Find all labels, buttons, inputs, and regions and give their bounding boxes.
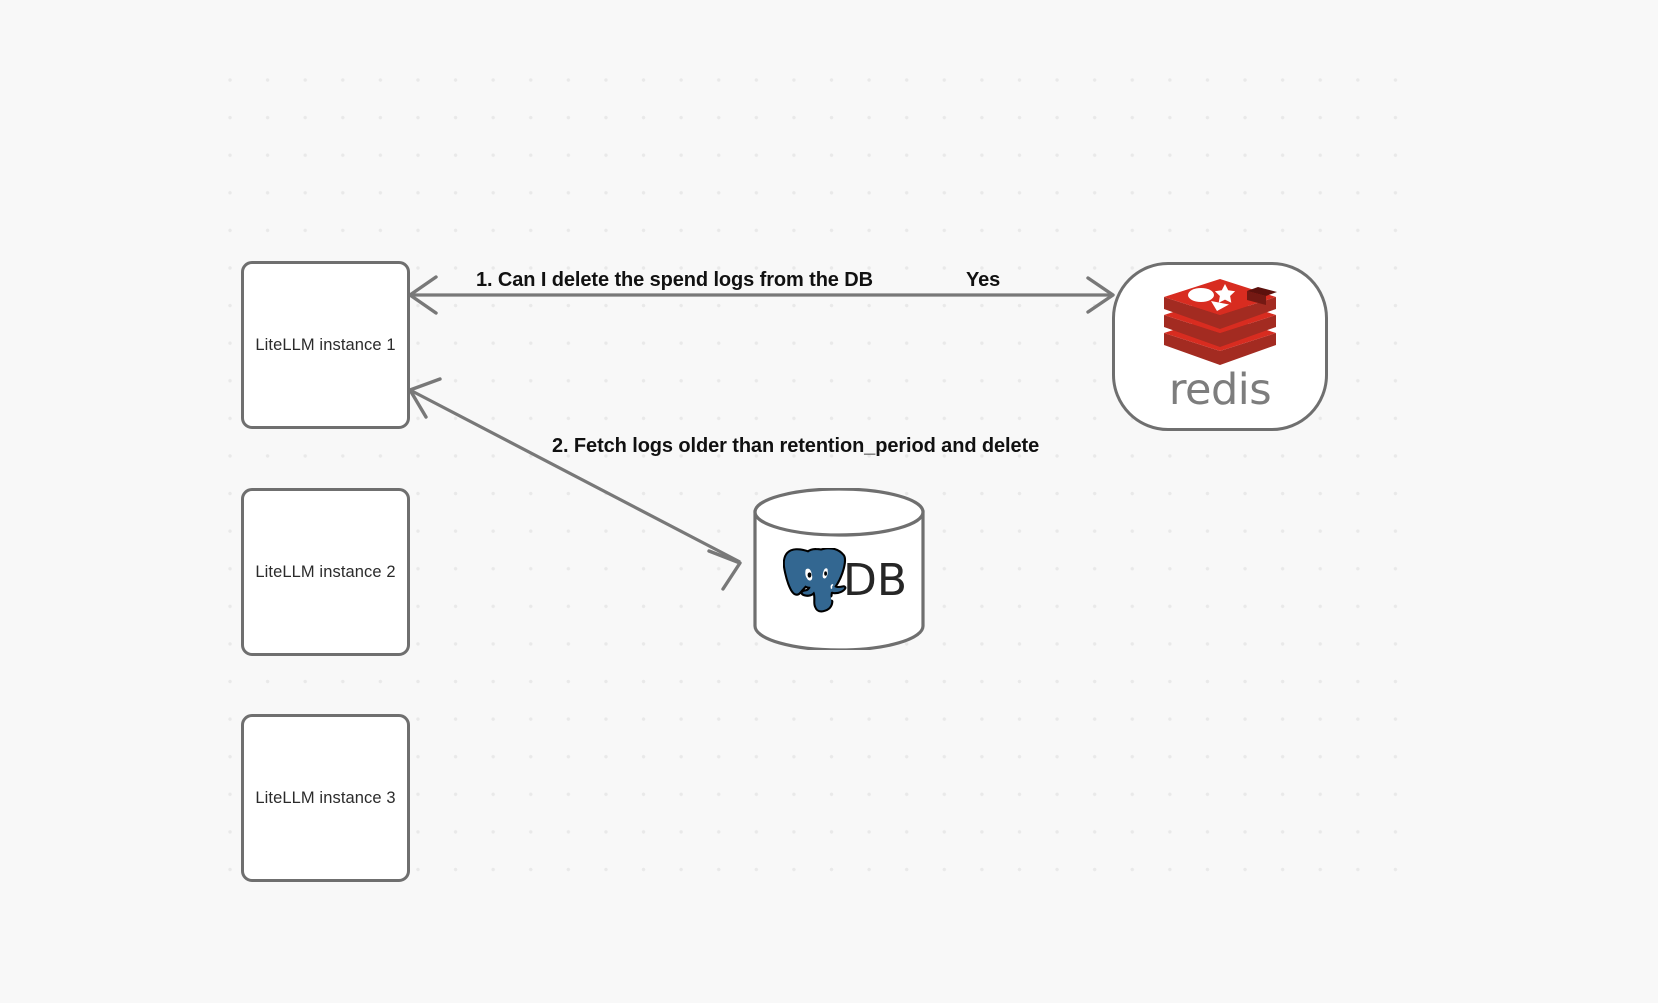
edge-1-arrowhead-left [408, 275, 438, 315]
node-label: LiteLLM instance 3 [255, 788, 396, 807]
node-litellm-instance-1[interactable]: LiteLLM instance 1 [241, 261, 410, 429]
edge-2-label: 2. Fetch logs older than retention_perio… [552, 435, 1040, 457]
node-redis[interactable]: redis [1112, 262, 1328, 431]
node-label: LiteLLM instance 2 [255, 562, 396, 581]
redis-logo: redis [1159, 277, 1281, 412]
database-content: DB [752, 488, 926, 650]
node-label: LiteLLM instance 1 [255, 335, 396, 354]
database-label: DB [842, 555, 908, 606]
node-litellm-instance-3[interactable]: LiteLLM instance 3 [241, 714, 410, 882]
edge-redis-to-instance1[interactable] [408, 275, 1115, 315]
edge-1-label: 1. Can I delete the spend logs from the … [476, 269, 873, 291]
node-litellm-instance-2[interactable]: LiteLLM instance 2 [241, 488, 410, 656]
edge-2-line [409, 388, 741, 564]
edge-2-arrowhead-upleft [408, 377, 442, 419]
node-database[interactable]: DB [752, 487, 926, 652]
edge-2-arrowhead-downright [707, 549, 742, 591]
edge-1-answer-label: Yes [966, 269, 1001, 291]
redis-logo-icon [1164, 279, 1277, 365]
edge-instance1-to-database[interactable] [408, 377, 742, 591]
redis-wordmark: redis [1168, 365, 1272, 415]
edge-1-arrowhead-right [1086, 276, 1115, 314]
postgresql-elephant-icon [782, 548, 847, 613]
